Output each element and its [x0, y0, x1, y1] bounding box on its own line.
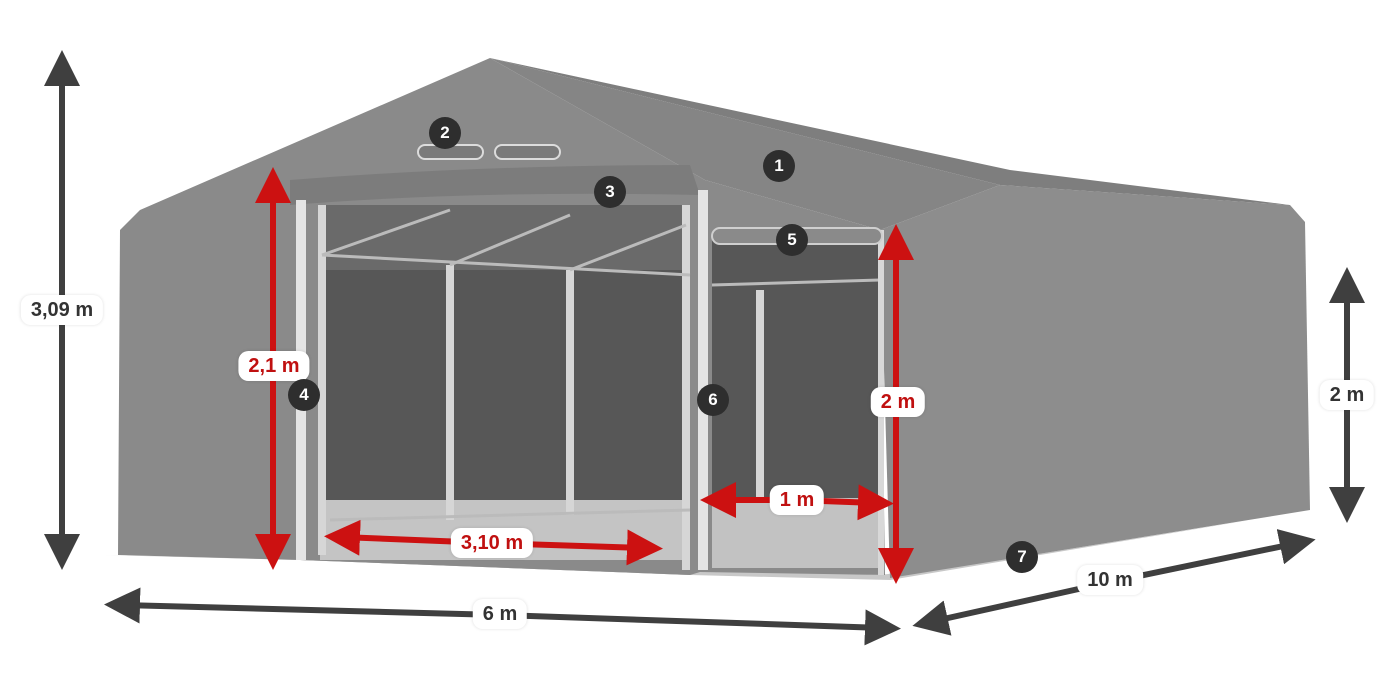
width-label: 6 m [472, 599, 528, 629]
gate-height-label: 2,1 m [238, 351, 310, 381]
door-width-label: 1 m [769, 485, 825, 515]
roof-vents [417, 144, 561, 160]
marker-4-gate-side: 4 [288, 379, 320, 411]
door-height-label: 2 m [870, 387, 926, 417]
side-height-label: 2 m [1319, 380, 1375, 410]
total-height-label: 3,09 m [20, 295, 104, 325]
tent-roof [490, 58, 1000, 230]
length-label: 10 m [1077, 565, 1143, 595]
width-arrow [104, 587, 501, 624]
marker-1-roof: 1 [763, 150, 795, 182]
gate-width-label: 3,10 m [450, 528, 534, 558]
marker-7-base: 7 [1006, 541, 1038, 573]
gate-valance [290, 165, 700, 205]
marker-6-door-frame: 6 [697, 384, 729, 416]
marker-3-valance: 3 [594, 176, 626, 208]
tent-side-wall [880, 185, 1310, 578]
marker-5-rolled-door: 5 [776, 224, 808, 256]
marker-2-vents: 2 [429, 117, 461, 149]
